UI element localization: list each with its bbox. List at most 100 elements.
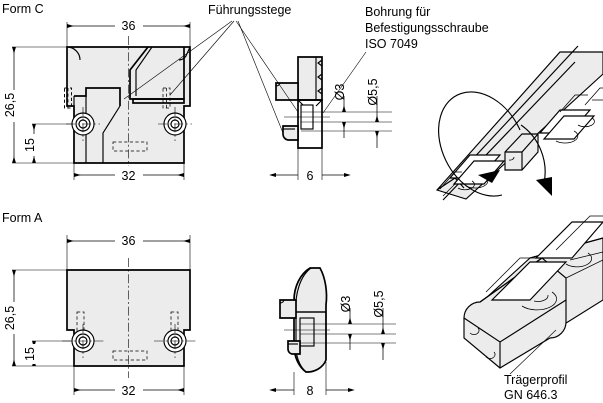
endpiece-3d-roller-arc-3 bbox=[565, 252, 592, 268]
form-c-side-tab-corner bbox=[275, 82, 281, 87]
form-c-dim15-text: 15 bbox=[23, 138, 37, 152]
rail-3d-arc-r1 bbox=[555, 130, 579, 144]
rail-3d-arc-l2 bbox=[457, 180, 475, 191]
form-c-dim36-text: 36 bbox=[122, 19, 136, 33]
guide-ribs-leader-3 bbox=[235, 20, 299, 113]
rail-3d-tri-r bbox=[584, 87, 603, 106]
rail-3d-endpiece bbox=[504, 133, 539, 171]
bore-callout-line3: ISO 7049 bbox=[365, 37, 418, 51]
rail-3d-segment-left bbox=[439, 154, 506, 197]
endpiece-3d-rollers bbox=[485, 215, 603, 311]
endpiece-3d-line-2 bbox=[565, 259, 603, 279]
form-a-title: Form A bbox=[2, 211, 43, 225]
form-c-dim36-text-bg bbox=[115, 18, 143, 34]
form-a-title-text: Form A bbox=[2, 211, 43, 225]
form-c-hole-right bbox=[158, 107, 192, 141]
form-c-dim-32: 32 bbox=[73, 160, 185, 183]
rail-3d-tri-l bbox=[439, 171, 462, 190]
form-a-bore55-text: Ø5,5 bbox=[372, 290, 386, 317]
form-c-bore3-text: Ø3 bbox=[333, 84, 347, 101]
rotation-arrowhead-right bbox=[536, 177, 552, 196]
form-a-side-tab-corner bbox=[279, 299, 285, 304]
endpiece-3d-tri-2 bbox=[555, 215, 603, 251]
carrier-profile-callout: Trägerprofil GN 646.3 bbox=[504, 329, 567, 402]
form-c-dim265-text-bg bbox=[5, 90, 23, 122]
form-a-dim-265: 26,5 bbox=[3, 269, 77, 367]
end-piece-3d-bottom bbox=[463, 215, 603, 369]
form-c-side-notch-3 bbox=[317, 87, 323, 95]
endpiece-3d-hole-2 bbox=[485, 351, 496, 359]
form-a-side-left-tab bbox=[279, 299, 297, 319]
form-c-dim-bore55: Ø5,5 bbox=[366, 78, 380, 148]
guide-ribs-leader-4 bbox=[237, 20, 284, 134]
form-a-dim-bore55: Ø5,5 bbox=[372, 290, 386, 360]
form-c-dim-36: 36 bbox=[66, 18, 191, 50]
carrier-profile-line2: GN 646.3 bbox=[504, 388, 558, 402]
rotation-arrowhead-left bbox=[478, 170, 500, 183]
form-c-front-view bbox=[64, 36, 192, 176]
form-a-dim-15: 15 bbox=[23, 340, 72, 366]
form-c-side-notch-1 bbox=[317, 59, 323, 67]
form-a-side-view bbox=[279, 267, 396, 373]
form-a-dim-8: 8 bbox=[269, 362, 355, 398]
form-c-dim-15: 15 bbox=[23, 123, 72, 163]
form-c-side-left-tab bbox=[275, 82, 299, 101]
form-c-left-rib-slope bbox=[102, 105, 121, 163]
form-c-left-screw-hidden-shift bbox=[64, 87, 72, 109]
form-c-dim15-text-bg bbox=[26, 134, 42, 156]
form-c-title: Form C bbox=[2, 2, 44, 16]
form-c-bore55-text: Ø5,5 bbox=[366, 78, 380, 105]
form-c-dim-6: 6 bbox=[269, 148, 351, 183]
form-c-side-notch-2 bbox=[317, 73, 323, 81]
rail-3d-segment-right bbox=[538, 87, 603, 144]
bore-callout-leader bbox=[322, 51, 367, 114]
form-a-dim15-text: 15 bbox=[23, 347, 37, 361]
form-c-dim32-text-bg bbox=[115, 166, 143, 182]
form-a-dim-36: 36 bbox=[66, 233, 191, 273]
rotation-arc-left bbox=[438, 91, 521, 197]
form-a-dim32-text-bg bbox=[115, 381, 143, 397]
form-a-side-foot bbox=[287, 340, 301, 355]
rail-assembly-3d-top bbox=[435, 45, 603, 201]
form-a-dim36-text: 36 bbox=[122, 234, 136, 248]
endpiece-3d-roller-arc-1 bbox=[521, 291, 557, 311]
rotation-arc-right bbox=[520, 124, 546, 184]
endpiece-3d-roller-2 bbox=[534, 221, 603, 259]
endpiece-3d-roller-arc-2 bbox=[533, 294, 549, 302]
form-c-bottom-slot-hidden bbox=[112, 141, 148, 152]
form-c-right-screw-hidden bbox=[162, 87, 171, 109]
form-c-side-foot bbox=[282, 125, 299, 141]
form-c-dim265-text: 26,5 bbox=[3, 93, 17, 117]
rail-3d-tri-r2 bbox=[559, 94, 588, 113]
form-a-dim36-text-bg bbox=[115, 233, 143, 249]
form-a-dim8-text: 8 bbox=[307, 384, 314, 398]
rail-3d-endpiece-hole bbox=[508, 156, 515, 161]
endpiece-3d-line-1 bbox=[569, 251, 603, 261]
form-a-dim-32: 32 bbox=[73, 363, 185, 398]
form-c-dim-bore3: Ø3 bbox=[333, 84, 347, 138]
form-a-side-bore-channel bbox=[299, 317, 315, 347]
guide-ribs-label: Führungsstege bbox=[208, 3, 291, 17]
form-a-hole-right bbox=[154, 324, 196, 358]
bore-callout-line2: Befestigungsschraube bbox=[365, 21, 489, 35]
bore-callout-line1: Bohrung für bbox=[365, 5, 430, 19]
carrier-profile-line1: Trägerprofil bbox=[504, 373, 567, 387]
form-a-dim265-text: 26,5 bbox=[3, 306, 17, 330]
form-a-left-hidden-bore bbox=[76, 311, 85, 335]
form-a-bottom-slot-hidden bbox=[112, 350, 148, 361]
bore-callout: Bohrung für Befestigungsschraube ISO 704… bbox=[322, 5, 489, 114]
form-a-dim15-text-bg bbox=[26, 344, 42, 364]
rotation-arrows-3d bbox=[438, 91, 552, 197]
form-c-left-hidden-bore2 bbox=[64, 87, 72, 109]
guide-ribs-leader-2 bbox=[169, 20, 235, 96]
form-c-title-text: Form C bbox=[2, 2, 44, 16]
form-c-left-shelf bbox=[74, 87, 121, 106]
form-c-dim32-text: 32 bbox=[122, 169, 136, 183]
guide-ribs-leader-1 bbox=[123, 20, 233, 100]
form-a-dim-bore3: Ø3 bbox=[339, 296, 353, 350]
guide-ribs-callout: Führungsstege bbox=[123, 3, 299, 134]
form-c-side-bore-chamfer bbox=[297, 99, 323, 107]
rail-3d-arc-r2 bbox=[577, 117, 595, 128]
form-a-dim265-text-bg bbox=[5, 302, 23, 334]
